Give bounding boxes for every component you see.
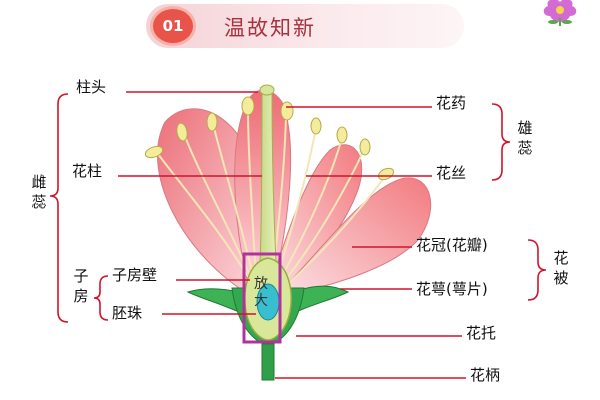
label-filament: 花丝 <box>436 164 467 182</box>
stigma <box>259 84 275 96</box>
page-title: 温故知新 <box>224 16 316 40</box>
corner-flower-decoration <box>543 0 577 26</box>
label-ovary: 子房 <box>73 267 89 305</box>
brackets <box>49 93 547 323</box>
label-corolla: 花冠(花瓣) <box>416 236 488 254</box>
pedicel <box>261 343 275 381</box>
label-ovary-wall: 子房壁 <box>112 266 158 284</box>
label-anther: 花药 <box>436 94 467 112</box>
label-receptacle: 花托 <box>466 324 497 342</box>
label-stamen: 雄蕊 <box>517 119 533 157</box>
label-ovule: 胚珠 <box>112 304 143 322</box>
label-pistil: 雌蕊 <box>31 173 47 211</box>
label-calyx: 花萼(萼片) <box>416 280 488 298</box>
label-perianth: 花被 <box>553 249 569 287</box>
stamens <box>157 107 385 285</box>
leader-lines <box>118 91 466 379</box>
ovary-highlight-box <box>242 252 282 344</box>
label-stigma: 柱头 <box>76 78 107 96</box>
label-style: 花柱 <box>72 162 103 180</box>
label-pedicel: 花柄 <box>470 366 501 384</box>
title-banner <box>146 4 464 48</box>
label-magnify: 放大 <box>254 276 268 309</box>
section-number-badge: 01 <box>150 6 196 46</box>
anthers <box>144 96 395 181</box>
right-petal-outer <box>281 177 432 296</box>
